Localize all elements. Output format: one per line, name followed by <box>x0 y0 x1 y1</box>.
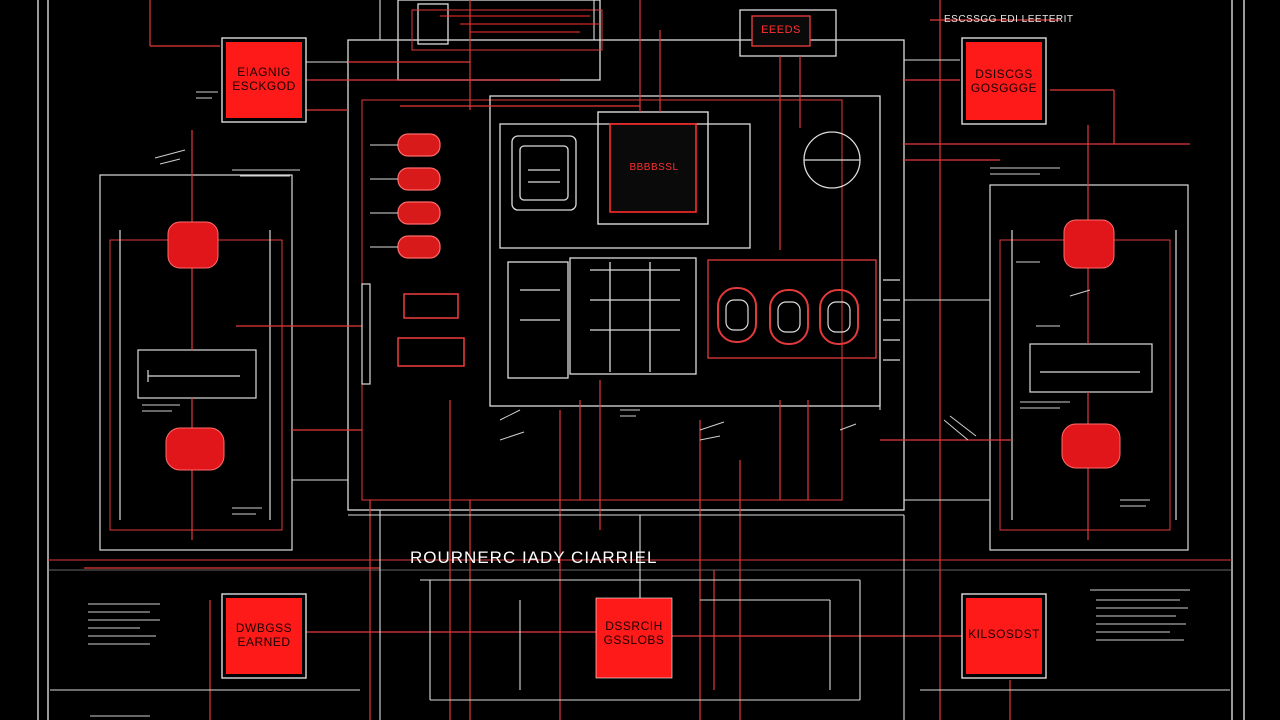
top-center-label: EEEDS <box>761 24 801 36</box>
block-bottom-center <box>595 597 673 679</box>
left-panel-frame <box>99 130 293 551</box>
top-label-box <box>751 15 811 47</box>
block-bottom-right <box>961 593 1047 679</box>
chip-label: BBBBSSL <box>629 162 679 173</box>
red-blocks <box>221 37 1047 679</box>
block-bottom-left <box>221 593 307 679</box>
main-chip <box>597 111 709 225</box>
block-top-left <box>221 37 307 123</box>
center-connector-leads <box>370 144 398 248</box>
annotation-ticks <box>88 15 1190 717</box>
resistor-strip <box>361 279 900 385</box>
right-panel-frame <box>989 125 1189 551</box>
coil-capsules <box>717 287 859 345</box>
top-right-caption: ESCSSGG EDI LEETERIT <box>944 14 1074 25</box>
white-wires <box>50 0 1230 720</box>
center-connectors <box>397 133 441 259</box>
center-small-boxes <box>397 9 603 367</box>
diagram-title: ROURNERC IADY CIARRIEL <box>410 548 658 567</box>
red-wires <box>84 0 1190 720</box>
block-top-right <box>961 37 1047 125</box>
red-nodes <box>165 219 1121 471</box>
